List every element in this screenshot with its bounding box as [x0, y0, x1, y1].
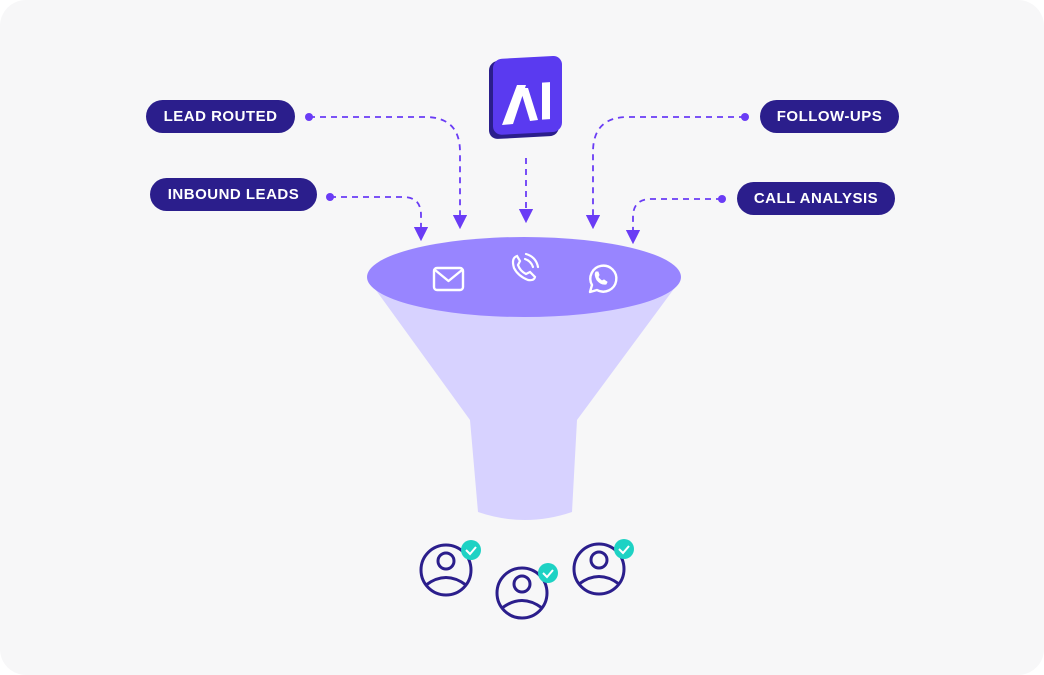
phone-call-icon: [511, 252, 540, 282]
user-verified-icon-1: [419, 540, 481, 597]
connector-lead-routed: [309, 116, 468, 230]
label-inbound-leads: INBOUND LEADS: [150, 178, 317, 211]
connector-follow-ups: [585, 116, 745, 230]
user-verified-icon-2: [495, 563, 558, 620]
label-follow-ups: FOLLOW-UPS: [760, 100, 899, 133]
dot-lead-routed: [305, 113, 313, 121]
connector-inbound-leads: [330, 196, 429, 242]
ai-logo-icon: [489, 56, 562, 139]
dot-call-analysis: [718, 195, 726, 203]
whatsapp-icon: [588, 264, 618, 294]
label-call-analysis: CALL ANALYSIS: [737, 182, 895, 215]
dot-follow-ups: [741, 113, 749, 121]
mail-icon: [432, 266, 465, 292]
connector-call-analysis: [625, 198, 722, 245]
funnel-body: [370, 282, 679, 520]
user-verified-icon-3: [572, 539, 634, 596]
dot-inbound-leads: [326, 193, 334, 201]
label-lead-routed: LEAD ROUTED: [146, 100, 295, 133]
